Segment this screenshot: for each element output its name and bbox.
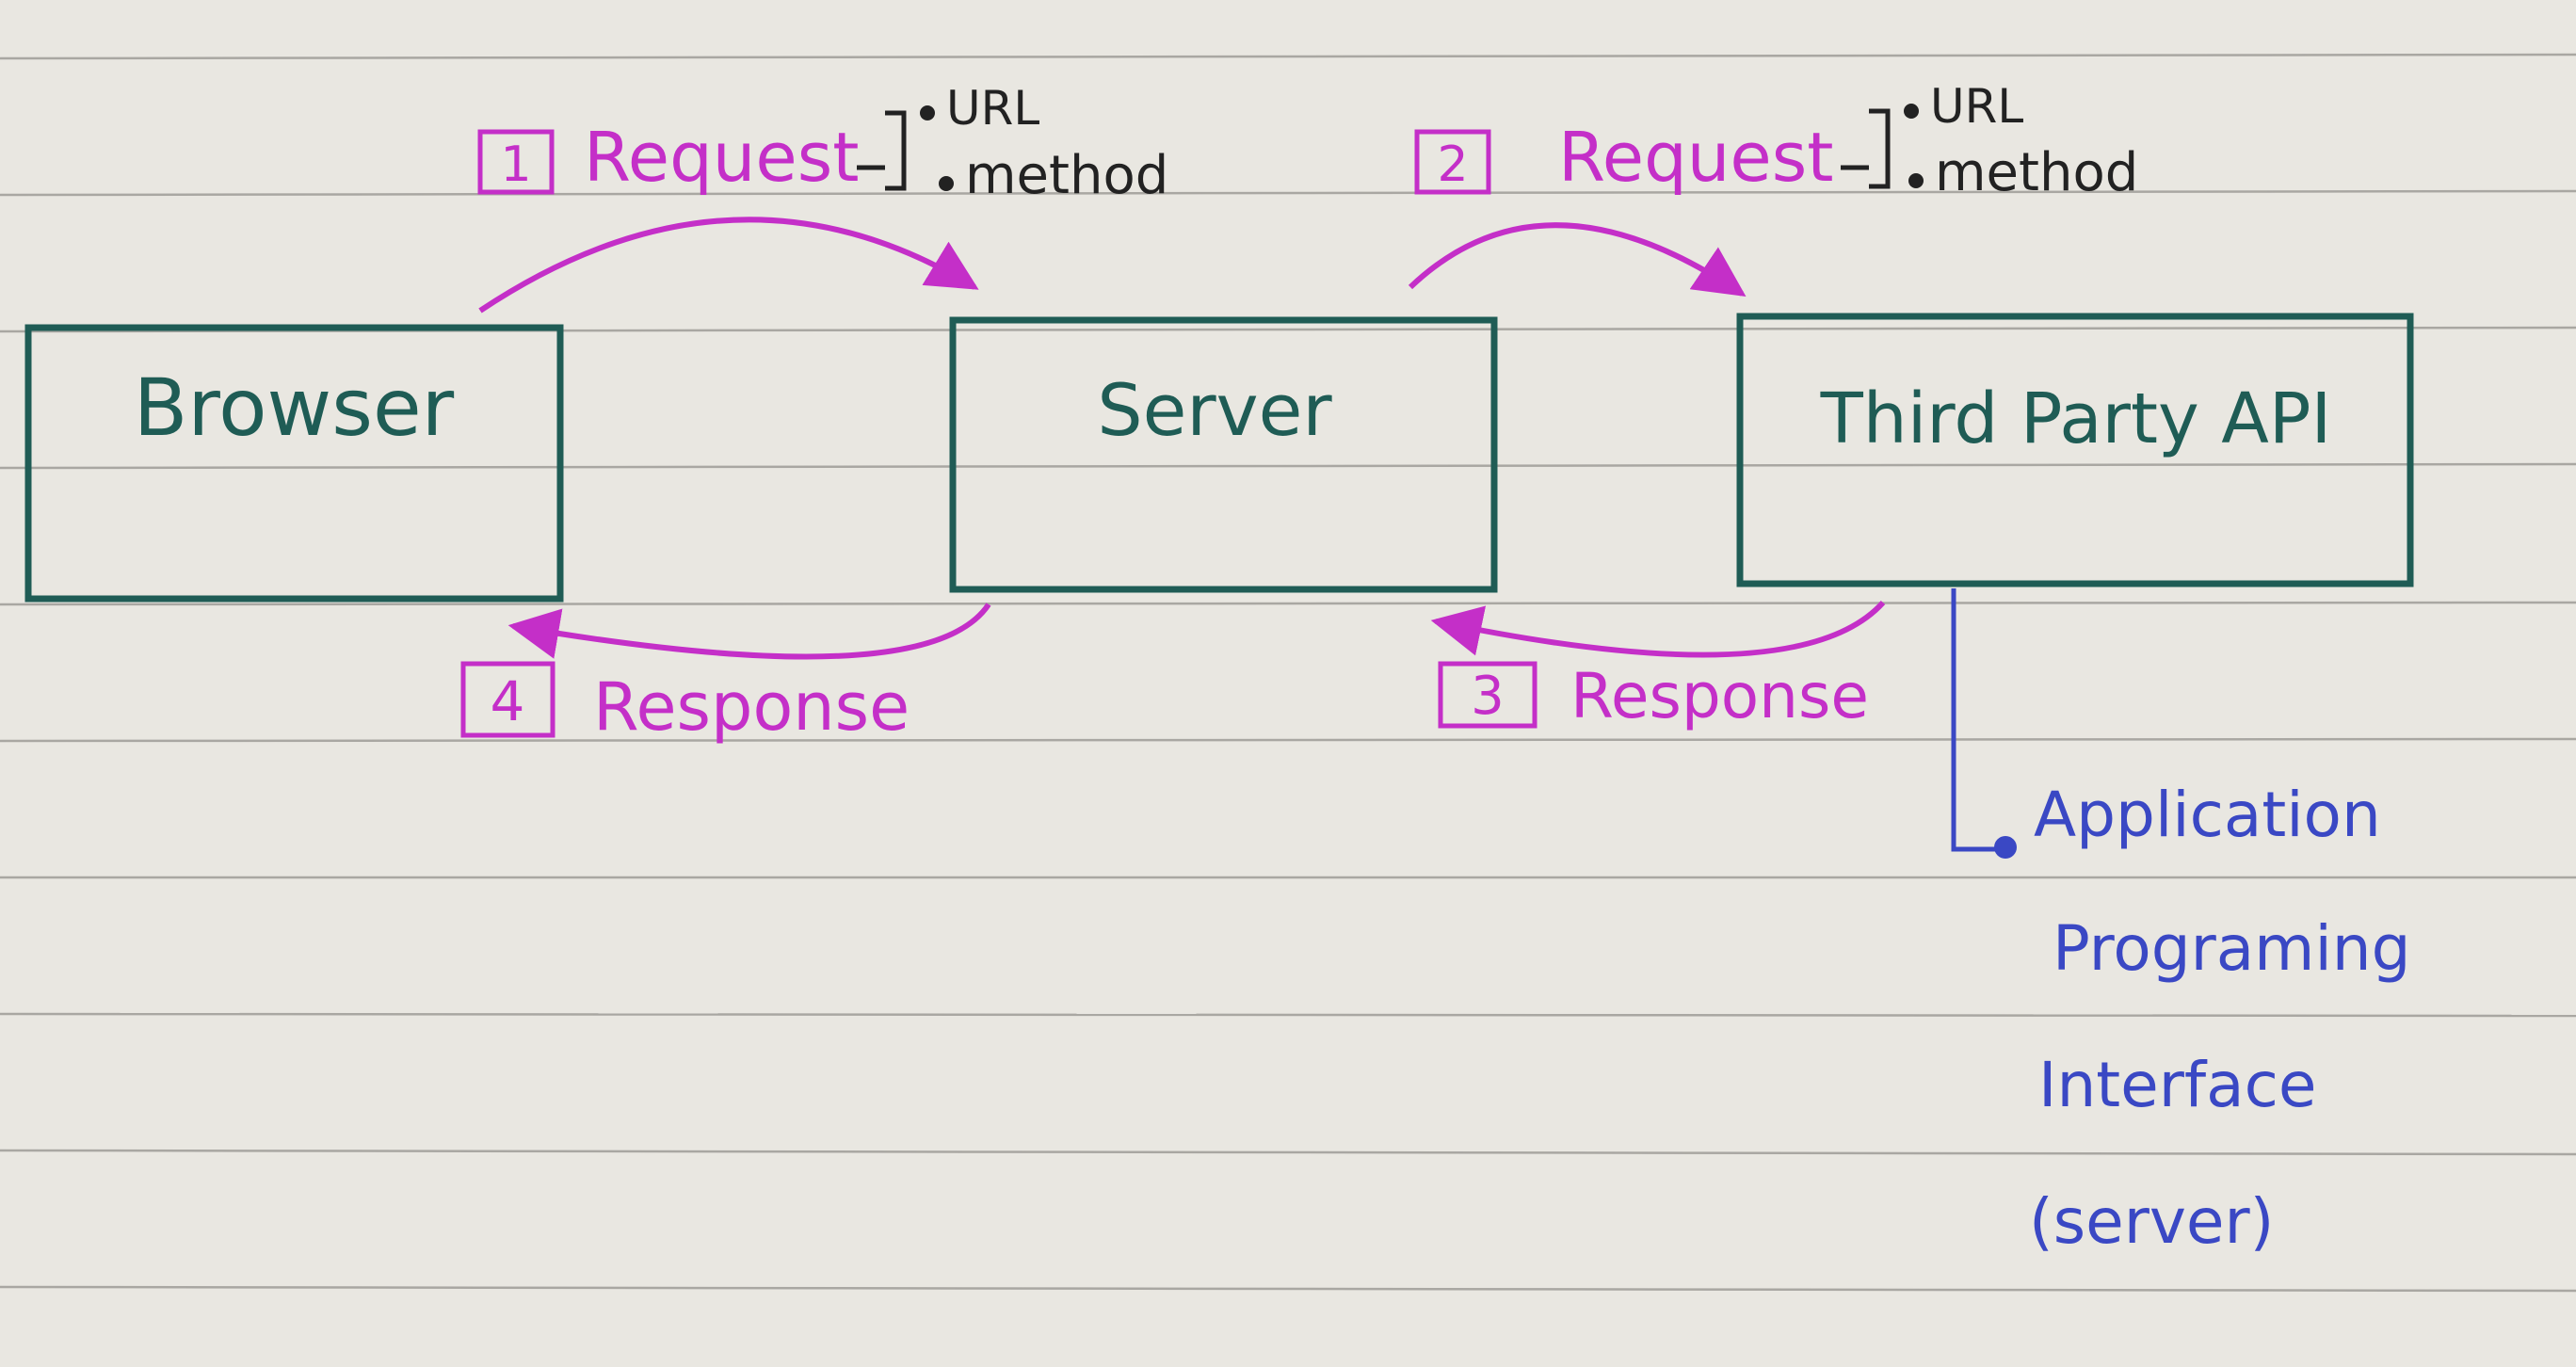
third-party-api-label: Third Party API: [1820, 378, 2332, 459]
step-number-box: [460, 661, 555, 738]
server-label: Server: [1097, 368, 1332, 452]
step-label: Response: [1570, 660, 1869, 732]
step-1-request-parts: URL method: [857, 81, 1168, 206]
api-note-line: Application: [2034, 779, 2381, 851]
api-annotation: Application Programing Interface (server…: [1951, 588, 2411, 1258]
step-1-request: 1 Request: [477, 118, 979, 314]
bullet-icon: [1908, 173, 1924, 188]
bullet-icon: [920, 105, 935, 121]
step-label: Request: [584, 118, 859, 197]
step-number-box: [477, 129, 555, 195]
request-part-url: URL: [1930, 79, 2023, 134]
step-number: 1: [500, 137, 531, 193]
server-node: Server: [949, 316, 1498, 593]
step-3-response: 3 Response: [1430, 600, 1886, 732]
bullet-icon: [1994, 836, 2017, 859]
request-parts-brace: [1841, 108, 1891, 189]
bullet-icon: [1904, 104, 1919, 119]
request-part-method: method: [965, 145, 1168, 206]
step-2-request: 2 Request: [1408, 118, 1833, 298]
bullet-icon: [939, 176, 954, 191]
step-number: 2: [1437, 137, 1468, 193]
browser-node: Browser: [24, 324, 564, 603]
step-number: 4: [491, 669, 525, 733]
request-arrow: [478, 217, 979, 314]
request-parts-brace: [857, 110, 907, 191]
step-2-request-parts: URL method: [1841, 79, 2138, 203]
api-note-line: Programing: [2053, 912, 2411, 985]
response-arrow: [1430, 600, 1886, 658]
api-note-line: Interface: [2038, 1049, 2317, 1121]
api-callout-line: [1951, 588, 2004, 852]
api-note-line: (server): [2029, 1185, 2274, 1258]
request-part-method: method: [1935, 142, 2138, 203]
third-party-api-node: Third Party API: [1736, 313, 2414, 587]
request-part-url: URL: [946, 81, 1039, 136]
step-number-box: [1414, 129, 1491, 195]
step-number-box: [1438, 661, 1538, 729]
response-arrow: [507, 603, 991, 660]
browser-label: Browser: [134, 362, 455, 454]
step-4-response: 4 Response: [460, 603, 991, 746]
step-number: 3: [1471, 666, 1505, 727]
server-box: [949, 316, 1498, 593]
step-label: Response: [593, 668, 910, 746]
browser-box: [24, 324, 564, 603]
third-party-api-box: [1736, 313, 2414, 587]
request-arrow: [1408, 222, 1747, 298]
step-label: Request: [1558, 118, 1833, 197]
